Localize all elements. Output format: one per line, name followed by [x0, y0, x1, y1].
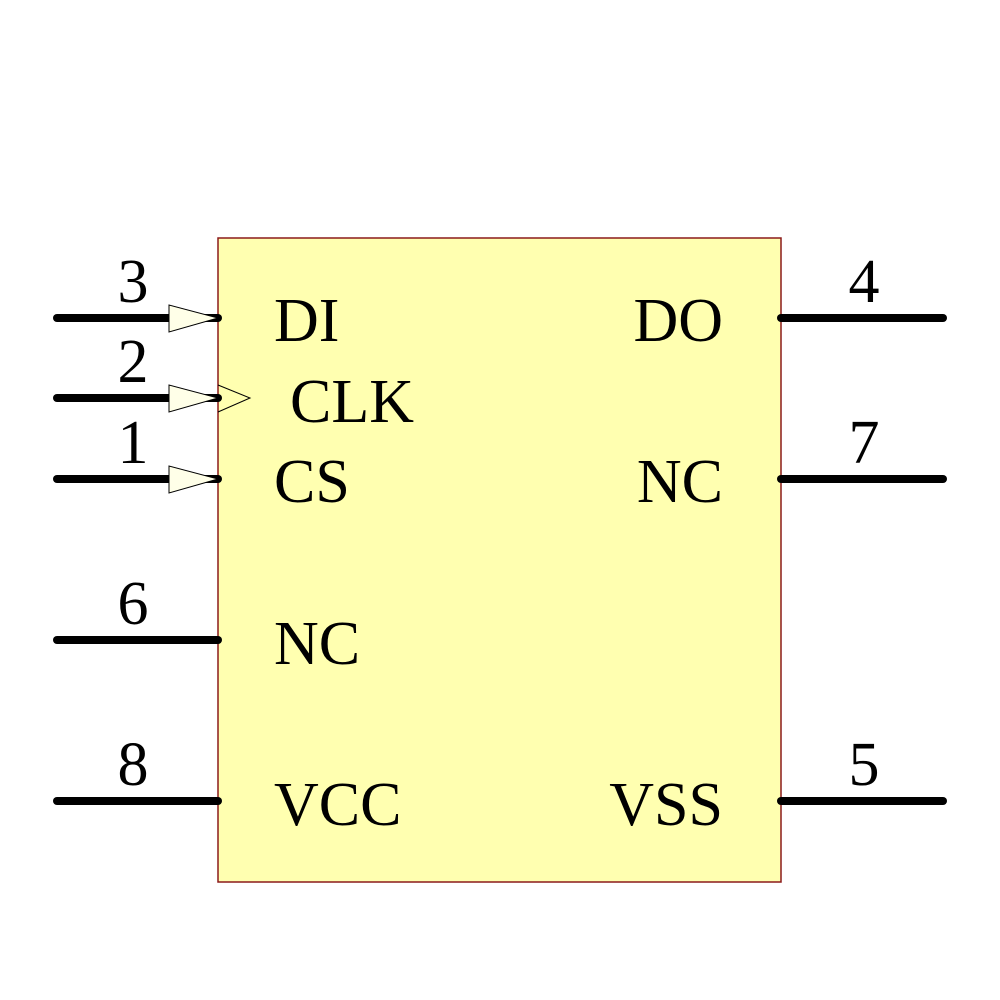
pin-name: DO: [633, 287, 723, 355]
pin-number: 7: [849, 409, 880, 477]
pin-name: NC: [274, 610, 360, 678]
pin-4[interactable]: 4 DO: [633, 248, 947, 355]
pin-number: 2: [118, 328, 149, 396]
pin-5[interactable]: 5 VSS: [609, 731, 947, 839]
pin-name: DI: [274, 287, 339, 355]
pin-name: NC: [637, 448, 723, 516]
input-arrow-icon: [168, 384, 220, 413]
pin-number: 1: [118, 409, 149, 477]
pin-number: 4: [849, 248, 880, 316]
pin-name: VSS: [609, 771, 723, 839]
pin-6[interactable]: 6 NC: [53, 570, 360, 678]
pin-name: VCC: [274, 771, 401, 839]
pin-number: 5: [849, 731, 880, 799]
pin-number: 8: [118, 731, 149, 799]
pin-8[interactable]: 8 VCC: [53, 731, 401, 839]
clock-icon: [217, 384, 252, 413]
ic-body: [217, 237, 782, 883]
pin-name: CLK: [290, 368, 414, 436]
pin-number: 6: [118, 570, 149, 638]
pin-name: CS: [274, 448, 350, 516]
pin-1[interactable]: 1 CS: [53, 409, 350, 516]
pin-7[interactable]: 7 NC: [637, 409, 947, 516]
pin-number: 3: [118, 248, 149, 316]
pin-2[interactable]: 2 CLK: [53, 328, 414, 436]
input-arrow-icon: [168, 465, 220, 494]
input-arrow-icon: [168, 304, 220, 333]
pin-3[interactable]: 3 DI: [53, 248, 339, 355]
